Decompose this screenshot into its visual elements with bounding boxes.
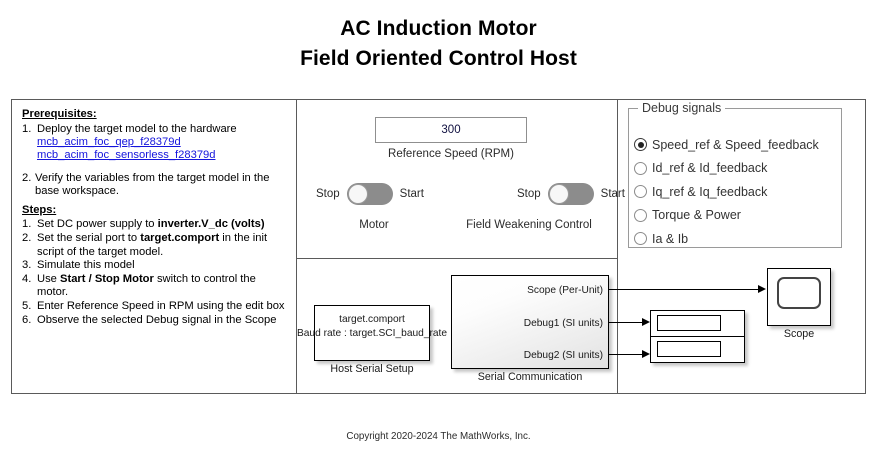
display-block-separator [650,336,745,338]
prerequisites-list-2: 2. Verify the variables from the target … [22,172,290,199]
host-serial-setup-block[interactable] [314,305,430,361]
radio-icon[interactable] [634,232,647,246]
motor-switch-off-label: Stop [316,188,340,200]
debug-signals-group [628,108,842,248]
debug-signal-label: Iq_ref & Iq_feedback [652,184,768,199]
step-5-text: Enter Reference Speed in RPM using the e… [37,299,285,312]
fwc-switch-on-label: Start [600,188,625,200]
step-3-number: 3. [22,259,32,272]
reference-speed-value: 300 [441,124,461,136]
debug-signal-label: Ia & Ib [652,231,689,246]
wire-debug1-arrow [642,318,650,326]
step-4-text: Use Start / Stop Motor switch to control… [37,272,256,299]
list-item: 2. Verify the variables from the target … [22,172,290,199]
step-2-text: Set the serial port to target.comport in… [37,231,268,258]
wire-debug2-arrow [642,350,650,358]
reference-speed-input[interactable]: 300 [375,117,527,143]
debug-signal-option-5[interactable]: Ia & Ib [634,227,844,251]
scope-label: Scope [783,328,815,340]
list-item: 3. Simulate this model [22,259,290,273]
motor-switch-track[interactable] [346,183,393,205]
spacer [22,163,290,172]
serial-communication-label: Serial Communication [477,371,583,383]
prerequisites-list: 1. Deploy the target model to the hardwa… [22,123,290,137]
scope-icon [777,277,821,309]
step-1-number: 1. [22,218,32,231]
wire-debug1 [609,322,643,324]
panel-divider-left [296,99,297,394]
wire-scope [609,289,759,291]
instructions-panel: Prerequisites: 1. Deploy the target mode… [22,108,290,327]
page-title: AC Induction Motor Field Oriented Contro… [0,14,877,74]
step-2-number: 2. [22,231,32,244]
field-weakening-switch[interactable]: Stop Start [517,183,625,205]
prereq-1-number: 1. [22,122,32,135]
list-item: 6. Observe the selected Debug signal in t… [22,314,290,328]
step-6-number: 6. [22,313,32,326]
prereq-2-number: 2. [22,171,32,184]
prerequisites-heading: Prerequisites: [22,108,97,120]
steps-heading: Steps: [22,203,57,216]
step-1-text: Set DC power supply to inverter.V_dc (vo… [37,218,265,231]
host-serial-setup-text: target.comport Baud rate : target.SCI_ba… [295,313,449,341]
step-5-number: 5. [22,299,32,312]
list-item: 1. Set DC power supply to inverter.V_dc (… [22,218,290,232]
step-6-text: Observe the selected Debug signal in the… [37,313,277,326]
debug-signal-option-4[interactable]: Torque & Power [634,204,844,228]
prereq-2-text: Verify the variables from the target mod… [35,171,270,198]
serial-communication-block[interactable] [451,275,609,369]
display-value-1 [657,315,721,331]
motor-switch-caption: Motor [359,219,389,231]
panel-divider-right [617,99,618,394]
motor-switch-on-label: Start [399,188,424,200]
prereq-1-text: Deploy the target model to the hardware [37,122,237,135]
serial-port-debug2: Debug2 (SI units) [523,350,603,361]
reference-speed-label: Reference Speed (RPM) [388,148,514,160]
link-mcb-acim-foc-sensorless[interactable]: mcb_acim_foc_sensorless_f28379d [37,149,216,162]
step-4-number: 4. [22,272,32,285]
motor-switch-knob[interactable] [347,184,368,204]
fwc-switch-off-label: Stop [517,188,541,200]
title-line-1: AC Induction Motor [340,17,537,40]
list-item: 5. Enter Reference Speed in RPM using the… [22,300,290,314]
debug-signals-group-title: Debug signals [638,101,726,115]
motor-switch[interactable]: Stop Start [316,183,424,205]
host-serial-baudrate: Baud rate : target.SCI_baud_rate [296,328,448,339]
debug-signal-option-2[interactable]: Id_ref & Id_feedback [634,157,844,181]
host-serial-comport: target.comport [339,314,405,325]
list-item: 2. Set the serial port to target.comport … [22,232,290,259]
host-serial-setup-label: Host Serial Setup [330,363,414,375]
fwc-switch-knob[interactable] [548,184,569,204]
display-value-2 [657,341,721,357]
fwc-switch-track[interactable] [547,183,594,205]
wire-scope-arrow [758,285,766,293]
radio-icon[interactable] [634,208,647,222]
radio-icon[interactable] [634,138,647,152]
steps-list: 1. Set DC power supply to inverter.V_dc (… [22,218,290,327]
serial-port-debug1: Debug1 (SI units) [523,318,603,329]
debug-signal-label: Torque & Power [652,208,741,223]
debug-signal-option-3[interactable]: Iq_ref & Iq_feedback [634,180,844,204]
panel-divider-middle-horizontal [296,258,617,259]
radio-icon[interactable] [634,185,647,199]
debug-signal-label: Id_ref & Id_feedback [652,161,768,176]
list-item: 1. Deploy the target model to the hardwa… [22,123,290,137]
radio-icon[interactable] [634,161,647,175]
step-3-text: Simulate this model [37,259,135,272]
list-item: 4. Use Start / Stop Motor switch to contr… [22,273,290,300]
serial-port-scope: Scope (Per-Unit) [527,285,603,296]
copyright-text: Copyright 2020-2024 The MathWorks, Inc. [346,431,531,442]
debug-signal-label: Speed_ref & Speed_feedback [652,137,819,152]
title-line-2: Field Oriented Control Host [300,47,577,70]
wire-debug2 [609,354,643,356]
link-mcb-acim-foc-qep[interactable]: mcb_acim_foc_qep_f28379d [37,136,181,149]
debug-signal-option-1[interactable]: Speed_ref & Speed_feedback [634,133,844,157]
field-weakening-switch-caption: Field Weakening Control [466,219,592,231]
